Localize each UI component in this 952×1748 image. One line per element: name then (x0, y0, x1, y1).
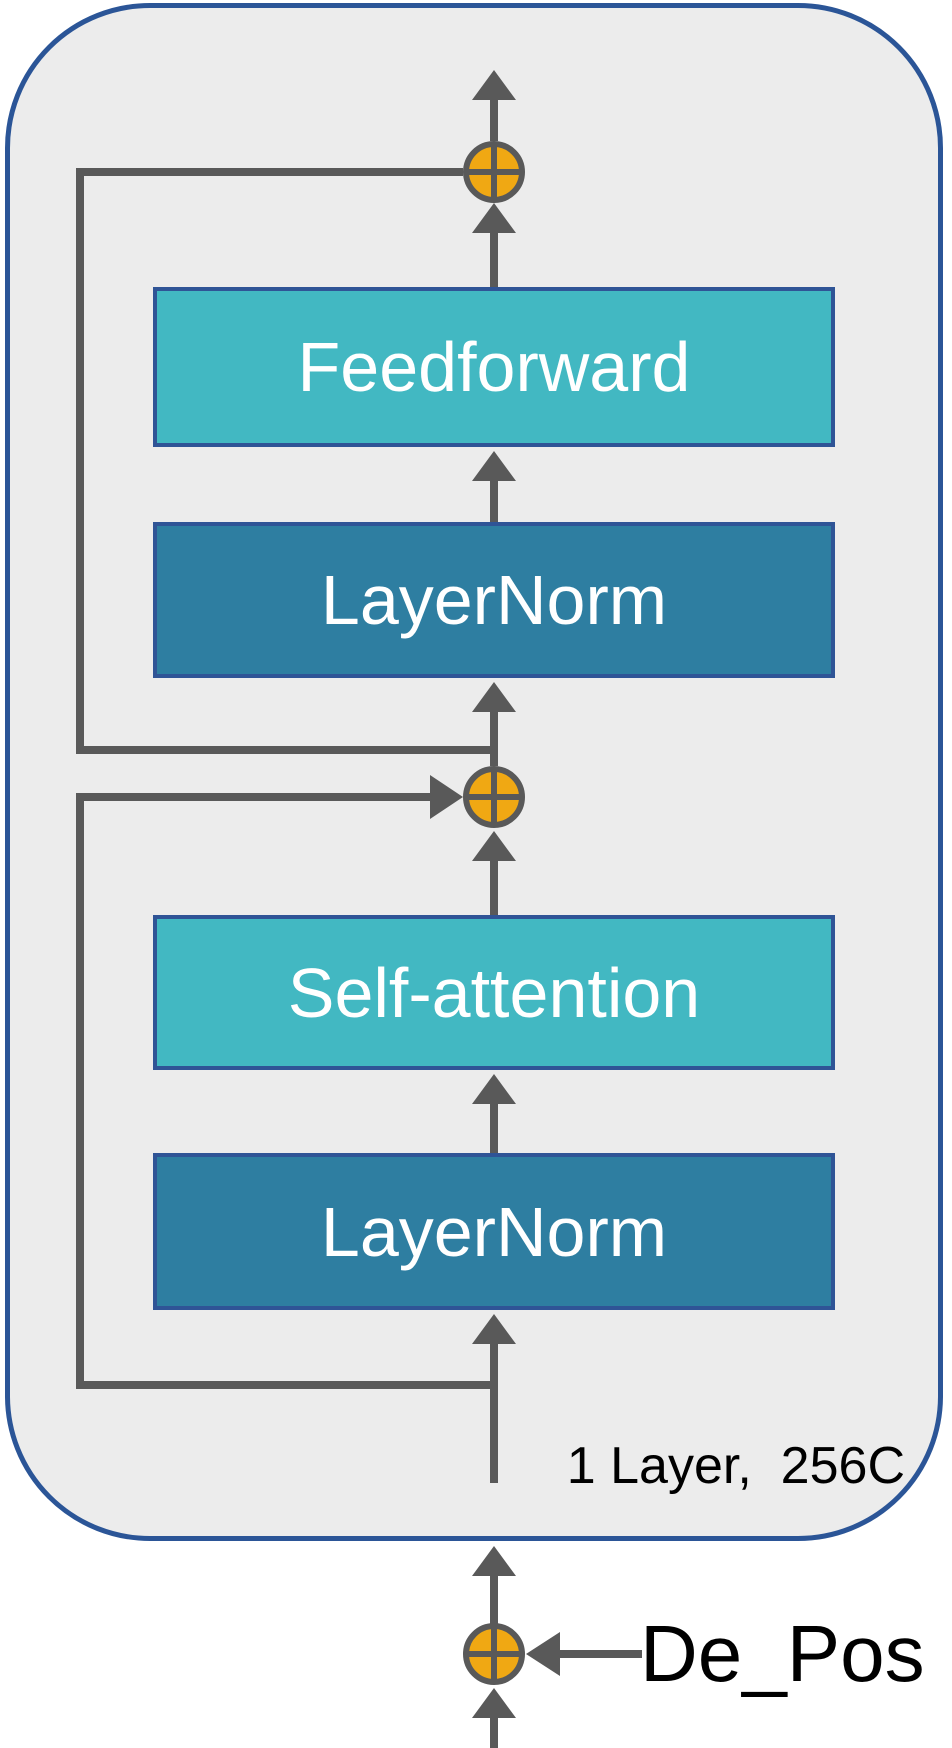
block-self-attention-label: Self-attention (287, 953, 701, 1032)
output-line (490, 100, 498, 141)
add-to-container-line (490, 1576, 498, 1624)
block-feedforward-label: Feedforward (297, 328, 691, 406)
skip-outer-vertical (76, 168, 84, 754)
add-position-icon (463, 1623, 525, 1685)
sa-to-add-arrowhead-icon (472, 831, 516, 861)
block-self-attention: Self-attention (153, 915, 835, 1070)
ff-to-add-arrowhead-icon (472, 203, 516, 233)
skip-outer-top-horizontal (76, 168, 463, 176)
ff-to-add-line (490, 233, 498, 287)
block-layernorm-bottom-label: LayerNorm (320, 1192, 668, 1271)
output-arrowhead-icon (472, 70, 516, 100)
depos-label: De_Pos (640, 1609, 925, 1698)
add-output-icon (463, 141, 525, 203)
skip-inner-vertical (76, 793, 84, 1389)
ln2-to-sa-arrowhead-icon (472, 1074, 516, 1104)
bottom-input-line (490, 1718, 498, 1748)
ln1-to-ff-line (490, 481, 498, 522)
block-layernorm-top-label: LayerNorm (320, 561, 668, 639)
add-attention-icon (463, 766, 525, 828)
add-to-ln1-arrowhead-icon (472, 682, 516, 712)
add-to-ln1-line (490, 712, 498, 766)
block-layernorm-top: LayerNorm (153, 522, 835, 678)
block-feedforward: Feedforward (153, 287, 835, 447)
skip-inner-top-horizontal (76, 793, 430, 801)
ln2-to-sa-line (490, 1104, 498, 1153)
layer-annotation: 1 Layer, 256C (566, 1437, 905, 1495)
depos-line (560, 1650, 642, 1658)
bottom-input-arrowhead-icon (472, 1688, 516, 1718)
block-layernorm-bottom: LayerNorm (153, 1153, 835, 1310)
add-to-container-arrowhead-icon (472, 1546, 516, 1576)
skip-outer-bottom-horizontal (76, 746, 498, 754)
skip-inner-bottom-horizontal (76, 1381, 498, 1389)
skip-inner-arrowhead-icon (430, 775, 463, 819)
input-to-ln2-line (490, 1344, 498, 1483)
ln1-to-ff-arrowhead-icon (472, 451, 516, 481)
sa-to-add-line (490, 861, 498, 915)
input-to-ln2-arrowhead-icon (472, 1314, 516, 1344)
depos-arrowhead-icon (526, 1632, 560, 1676)
